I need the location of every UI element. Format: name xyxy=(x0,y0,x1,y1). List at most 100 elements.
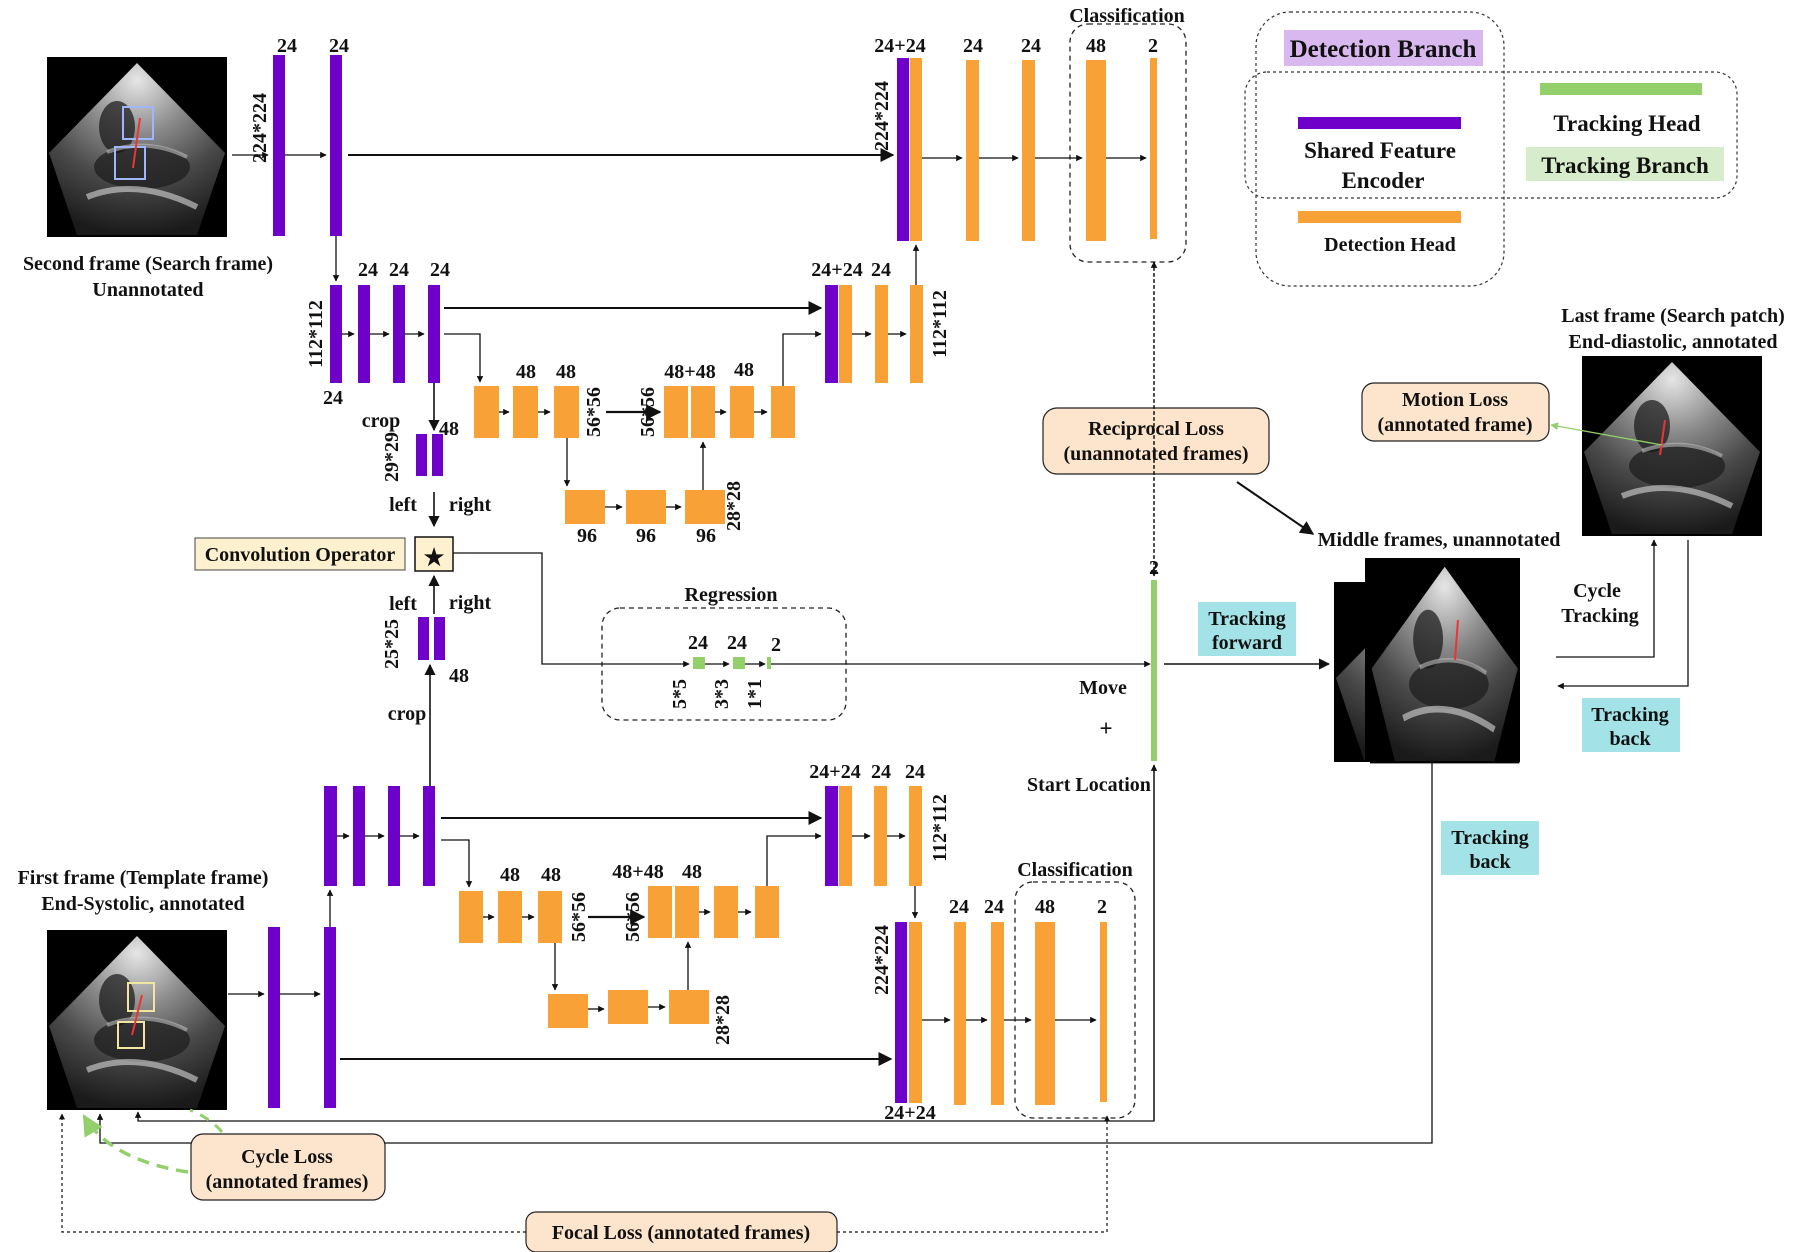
cycle-loss-label-2: (annotated frames) xyxy=(206,1171,369,1193)
tracking-forward-label-1: Tracking xyxy=(1208,608,1285,630)
top-bottleneck-label: 96 xyxy=(577,525,597,547)
mid-48: 48 xyxy=(449,665,469,687)
top-dec224-label: 24+24 xyxy=(874,35,925,57)
legend-shared-encoder-2: Encoder xyxy=(1341,168,1424,193)
top-dec224-label: 24 xyxy=(963,35,983,57)
reciprocal-loss-label-1: Reciprocal Loss xyxy=(1088,418,1224,440)
top-arrows xyxy=(232,148,1147,528)
legend-tracking-branch: Tracking Branch xyxy=(1541,153,1709,178)
middle-frames-image xyxy=(1334,558,1520,763)
motion-loss-box xyxy=(1361,382,1550,442)
top-size-56: 56*56 xyxy=(583,387,605,437)
top-dec112-label: 24+24 xyxy=(811,259,862,281)
legend-tracking-head: Tracking Head xyxy=(1553,111,1700,136)
top-dec224-label: 24 xyxy=(1021,35,1041,57)
top-enc-label: 24 xyxy=(358,259,378,281)
template-encoder xyxy=(268,786,435,1108)
top-pyr-label: 48 xyxy=(556,361,576,383)
motion-loss-arrow xyxy=(1550,422,1663,446)
motion-loss-label-1: Motion Loss xyxy=(1402,389,1508,411)
convolution-operator-box xyxy=(194,537,406,571)
template-frame-caption-2: End-Systolic, annotated xyxy=(41,893,244,915)
start-location-label: Start Location xyxy=(1027,774,1151,796)
top-left-label: left xyxy=(389,494,417,516)
bottom-decoder-224 xyxy=(895,922,1107,1105)
legend-encoder-swatch xyxy=(1298,117,1461,129)
tracking-forward-label-2: forward xyxy=(1212,632,1282,654)
top-classification-title: Classification xyxy=(1069,5,1185,27)
top-channel-2: 24 xyxy=(329,35,349,57)
tracking-back-label: Tracking xyxy=(1451,827,1528,849)
top-decoder-224 xyxy=(897,58,1157,241)
top-size-28: 28*28 xyxy=(723,481,745,531)
mid-crop: crop xyxy=(388,703,427,725)
top-crop-48: 48 xyxy=(439,418,459,440)
top-decoder-112 xyxy=(825,285,923,383)
top-bottleneck-label: 96 xyxy=(696,525,716,547)
bot-pyr-label: 48 xyxy=(541,864,561,886)
bot-size-28: 28*28 xyxy=(712,995,734,1045)
top-crop-label: crop xyxy=(362,410,401,432)
convolution-star-box xyxy=(414,536,454,572)
top-cls-label: 2 xyxy=(1148,35,1158,57)
top-pyr-label: 48+48 xyxy=(664,361,715,383)
bot-pyr-label: 48 xyxy=(682,861,702,883)
top-bottleneck-label: 96 xyxy=(636,525,656,547)
legend-detection-branch: Detection Branch xyxy=(1290,36,1477,63)
legend-detection-swatch xyxy=(1298,211,1461,223)
reg-kernel: 5*5 xyxy=(669,679,691,709)
enc-block xyxy=(393,285,405,383)
legend-detection-outline xyxy=(1255,11,1505,287)
top-detection-pyramid xyxy=(474,386,795,524)
mid-left-label: left xyxy=(389,593,417,615)
bottom-decoder-112 xyxy=(825,786,922,886)
middle-arrows xyxy=(424,261,1689,791)
last-frame-caption-1: Last frame (Search patch) xyxy=(1561,305,1784,327)
reg-block xyxy=(693,657,705,669)
top-enc-label: 24 xyxy=(430,259,450,281)
bot-pyr-label: 48 xyxy=(500,864,520,886)
top-size-224b: 224*224 xyxy=(871,81,893,151)
tracking-back-label: Tracking xyxy=(1591,704,1668,726)
bot-dec112-label: 24 xyxy=(871,761,891,783)
cycle-tracking-label-2: Tracking xyxy=(1561,605,1638,627)
top-pyr-label: 48 xyxy=(734,359,754,381)
crop-block xyxy=(416,434,427,476)
bot-classification-title: Classification xyxy=(1017,859,1133,881)
tracking-forward-box xyxy=(1198,602,1296,656)
enc-block xyxy=(273,55,285,236)
top-size-112: 112*112 xyxy=(305,300,327,368)
bot-dec112-label: 24+24 xyxy=(809,761,860,783)
template-frame-image xyxy=(47,930,227,1110)
legend-detection-branch-bg xyxy=(1284,30,1483,66)
cycle-loss-box xyxy=(190,1133,386,1201)
bottom-arrows xyxy=(96,762,1433,1144)
reciprocal-loss-box xyxy=(1042,407,1270,475)
search-frame-image xyxy=(47,57,227,237)
enc-block xyxy=(358,285,370,383)
bot-dec224-bottom-label: 24+24 xyxy=(884,1102,935,1124)
bot-dec112-label: 24 xyxy=(905,761,925,783)
enc-block xyxy=(330,285,342,383)
template-crop xyxy=(418,617,445,660)
reciprocal-loss-label-2: (unannotated frames) xyxy=(1064,443,1249,465)
focal-loss-arrows xyxy=(59,1113,1110,1233)
bot-size-224: 224*224 xyxy=(871,925,893,995)
last-frame-caption-2: End-diastolic, annotated xyxy=(1569,331,1778,353)
top-classification-box xyxy=(1069,23,1187,263)
top-enc-label: 24 xyxy=(389,259,409,281)
top-channel-1: 24 xyxy=(277,35,297,57)
convolution-operator-label: Convolution Operator xyxy=(205,544,396,566)
reg-kernel: 3*3 xyxy=(711,679,733,709)
top-right-label: right xyxy=(449,494,492,516)
reg-kernel: 1*1 xyxy=(744,679,766,709)
tracking-back-box-1 xyxy=(1582,698,1680,752)
star-icon: ★ xyxy=(424,545,445,570)
bot-cls-label: 48 xyxy=(1035,896,1055,918)
legend-tracking-swatch xyxy=(1540,83,1702,95)
cycle-loss-label-1: Cycle Loss xyxy=(241,1146,333,1168)
legend-shared-outline xyxy=(1244,71,1738,199)
search-encoder xyxy=(273,55,443,476)
top-pyr-label: 48 xyxy=(516,361,536,383)
